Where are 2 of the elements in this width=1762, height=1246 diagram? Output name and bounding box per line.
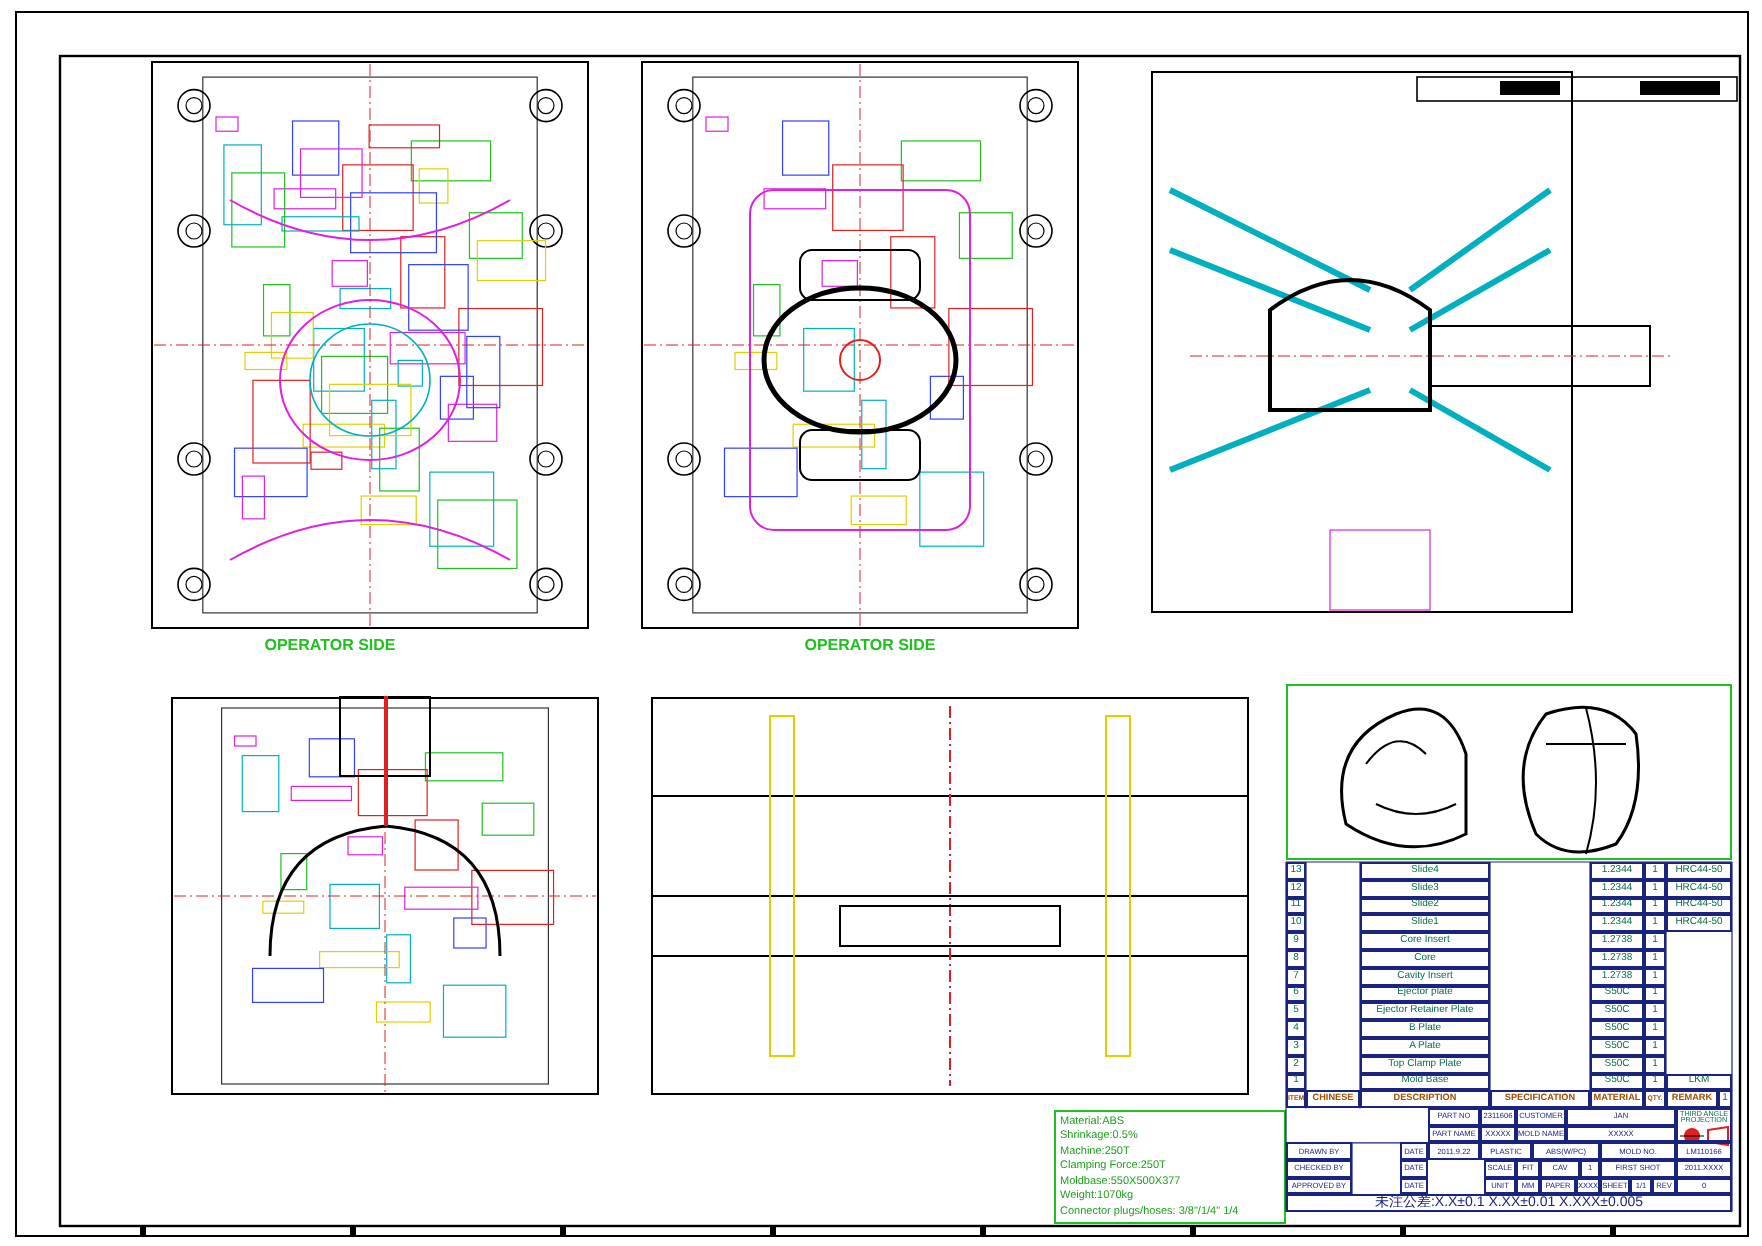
view-title: OPERATOR SIDE (262, 636, 398, 656)
view-title: OPERATOR SIDE (802, 636, 938, 656)
